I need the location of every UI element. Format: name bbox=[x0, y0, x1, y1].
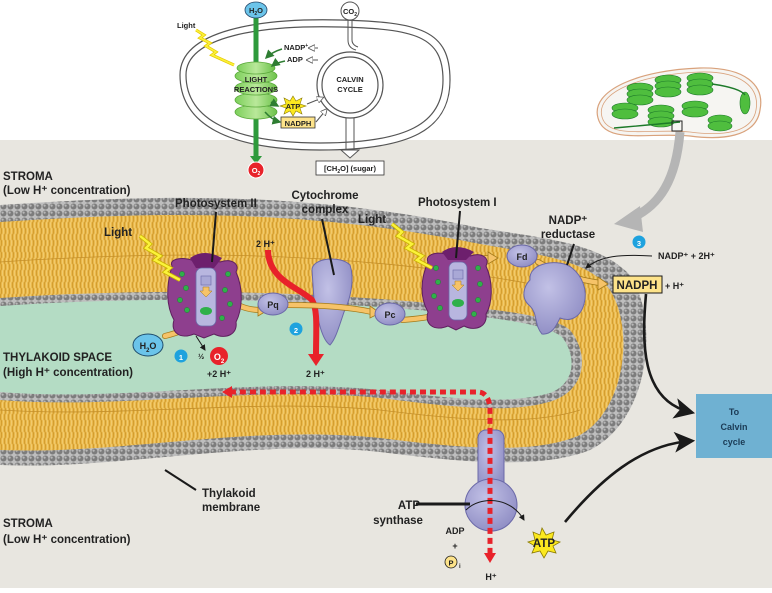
svg-text:1: 1 bbox=[179, 353, 183, 362]
svg-text:NADPH: NADPH bbox=[617, 280, 658, 292]
overview-atp-star-icon bbox=[279, 95, 307, 117]
proton-gradient-path bbox=[230, 389, 493, 555]
ferredoxin-fd bbox=[506, 244, 538, 268]
overview-co2-circle bbox=[340, 1, 360, 21]
plus-label: + bbox=[452, 541, 457, 551]
oxygen-circle bbox=[210, 347, 228, 365]
svg-text:ATP: ATP bbox=[286, 102, 300, 111]
proton-out-label: H⁺ bbox=[485, 572, 496, 582]
phosphate-circle bbox=[444, 555, 458, 569]
nadph-to-calvin-arrow bbox=[642, 293, 696, 419]
thylakoid-space bbox=[0, 299, 572, 400]
plastoquinone-pq bbox=[257, 292, 289, 316]
svg-text:P: P bbox=[448, 559, 453, 568]
proton-label-lumen: 2 H⁺ bbox=[306, 369, 325, 379]
synthase-label: synthase bbox=[373, 515, 423, 527]
svg-text:2: 2 bbox=[294, 326, 298, 335]
overview-reactions-label: REACTIONS bbox=[234, 85, 278, 94]
svg-text:[CH2O] (sugar): [CH2O] (sugar) bbox=[324, 164, 376, 175]
step-badge-1 bbox=[174, 349, 188, 363]
overview-sugar-box bbox=[315, 160, 385, 176]
overview-h2o-bubble bbox=[244, 1, 268, 19]
plastocyanin-pc bbox=[374, 302, 406, 326]
svg-text:cycle: cycle bbox=[723, 437, 746, 447]
svg-text:Fd: Fd bbox=[517, 252, 528, 262]
atp-synthase-label: ATP bbox=[398, 500, 420, 512]
overview-chloroplast: H2O LIGHT REACTIONS Light O2 CALVIN CYCL… bbox=[177, 1, 451, 179]
thylakoid-membrane-label: Thylakoid bbox=[202, 488, 256, 500]
svg-text:H2O: H2O bbox=[140, 341, 157, 354]
inset-zoom-box bbox=[671, 120, 683, 132]
photosystem-ii bbox=[167, 253, 242, 339]
atp-to-calvin-arrow bbox=[564, 431, 696, 523]
reductase-label: reductase bbox=[541, 229, 595, 241]
thylakoid-space-subtitle: (High H⁺ concentration) bbox=[3, 367, 133, 379]
svg-text:O2: O2 bbox=[214, 352, 225, 365]
svg-text:Pc: Pc bbox=[384, 310, 395, 320]
thylakoid-space-title: THYLAKOID SPACE bbox=[3, 352, 112, 364]
overview-nadph-box bbox=[280, 116, 316, 129]
to-calvin-cycle-box bbox=[696, 394, 772, 458]
adp-label: ADP bbox=[445, 526, 464, 536]
stroma-top-subtitle: (Low H⁺ concentration) bbox=[3, 185, 131, 197]
svg-text:H2O: H2O bbox=[249, 6, 263, 17]
photosystem-i bbox=[421, 247, 492, 331]
half-label: ½ bbox=[198, 352, 204, 361]
cytochrome-label: Cytochrome bbox=[291, 190, 358, 202]
svg-text:To: To bbox=[729, 407, 740, 417]
stroma-bottom-subtitle: (Low H⁺ concentration) bbox=[3, 534, 131, 546]
chloroplast-inset bbox=[596, 67, 762, 139]
overview-calvin-ring-inner bbox=[321, 56, 379, 114]
svg-text:Calvin: Calvin bbox=[720, 422, 747, 432]
svg-text:i: i bbox=[459, 564, 461, 570]
stroma-top-title: STROMA bbox=[3, 171, 53, 183]
overview-light-label: LIGHT bbox=[245, 75, 268, 84]
complex-label: complex bbox=[302, 204, 349, 216]
step-badge-3 bbox=[632, 235, 646, 249]
membrane-label: membrane bbox=[202, 502, 260, 514]
water-bubble bbox=[132, 333, 164, 357]
proton-flow-cytochrome bbox=[265, 249, 320, 356]
stroma-bottom-title: STROMA bbox=[3, 518, 53, 530]
nadp-reductase-label: NADP⁺ bbox=[549, 215, 588, 227]
svg-text:CO2: CO2 bbox=[343, 7, 357, 18]
overview-light-reactions-thylakoid bbox=[234, 61, 278, 120]
step-badge-2 bbox=[289, 322, 303, 336]
nadp-reductase bbox=[523, 262, 586, 335]
proton-label-stroma: 2 H⁺ bbox=[256, 239, 275, 249]
atp-star-icon bbox=[526, 526, 562, 559]
svg-text:3: 3 bbox=[637, 239, 641, 248]
overview-adp-label: ADP bbox=[287, 55, 303, 64]
overview-calvin-label: CALVIN bbox=[336, 75, 363, 84]
overview-cycle-label: CYCLE bbox=[337, 85, 362, 94]
svg-text:O2: O2 bbox=[252, 166, 261, 177]
svg-text:NADP+: NADP+ bbox=[284, 43, 308, 52]
atp-product-label: ATP bbox=[533, 538, 555, 550]
light-label-ps2: Light bbox=[104, 227, 132, 239]
svg-text:NADPH: NADPH bbox=[285, 119, 312, 128]
cytochrome-complex bbox=[311, 258, 353, 346]
nadp-substrate-label: NADP⁺ + 2H⁺ bbox=[658, 251, 715, 261]
photosystem-ii-label: Photosystem II bbox=[175, 198, 257, 210]
overview-light-text: Light bbox=[177, 21, 196, 30]
svg-text:Pq: Pq bbox=[267, 300, 279, 310]
photosystem-i-label: Photosystem I bbox=[418, 197, 497, 209]
overview-o2-circle bbox=[247, 161, 265, 179]
nadph-box bbox=[612, 275, 663, 294]
plus-h-label: + H⁺ bbox=[665, 281, 684, 291]
light-label-ps1: Light bbox=[358, 214, 386, 226]
proton-label-water: +2 H⁺ bbox=[207, 369, 231, 379]
